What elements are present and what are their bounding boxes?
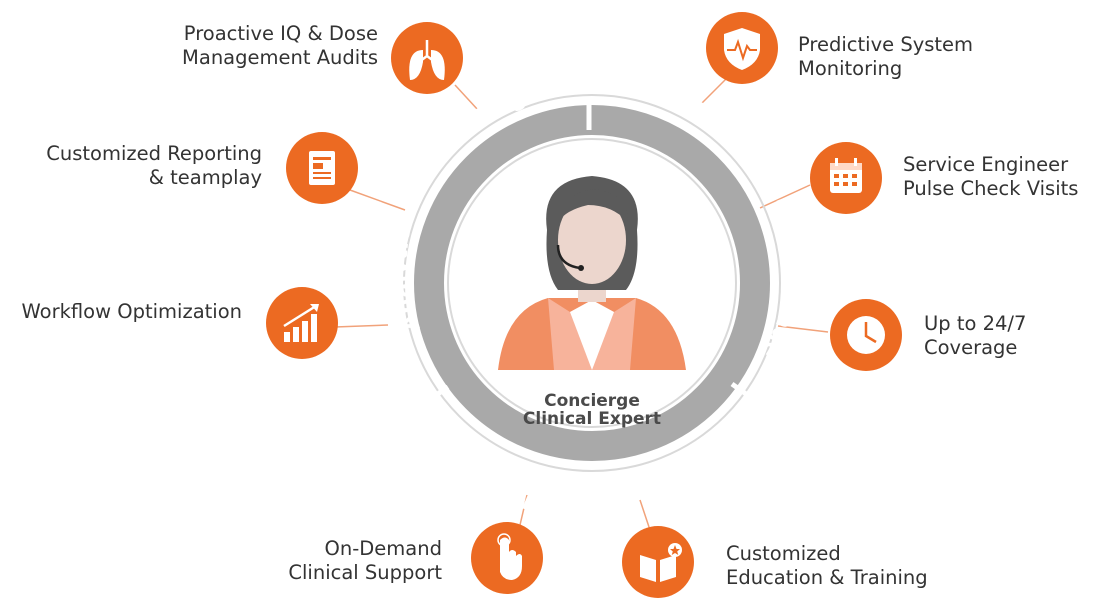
label-monitoring-line2: Monitoring (798, 57, 903, 80)
label-reporting: Customized Reporting & teamplay (46, 142, 262, 190)
book-star-icon (622, 526, 694, 598)
label-reporting-line2: & teamplay (148, 166, 262, 189)
label-monitoring: Predictive System Monitoring (798, 33, 973, 81)
label-on-demand: On-Demand Clinical Support (288, 537, 442, 585)
clock-icon (830, 299, 902, 371)
center-title-line1: Concierge (544, 391, 640, 411)
label-pulse-check-line2: Pulse Check Visits (903, 177, 1079, 200)
report-icon (286, 132, 358, 204)
label-iq-audits-line2: Management Audits (182, 46, 378, 69)
label-monitoring-line1: Predictive System (798, 33, 974, 56)
label-reporting-line1: Customized Reporting (46, 142, 262, 165)
shield-pulse-icon (706, 12, 778, 84)
hand-pointer-icon (471, 522, 543, 594)
label-coverage: Up to 24/7 Coverage (924, 312, 1026, 360)
label-pulse-check-line1: Service Engineer (903, 153, 1069, 176)
ring-band (414, 105, 770, 461)
label-workflow-line1: Workflow Optimization (21, 300, 242, 323)
label-workflow: Workflow Optimization (22, 300, 242, 324)
connector-lines (334, 77, 829, 531)
agent-avatar (498, 176, 686, 370)
label-on-demand-line1: On-Demand (324, 537, 442, 560)
label-education-line1: Customized (726, 542, 841, 565)
label-on-demand-line2: Clinical Support (288, 561, 442, 584)
growth-chart-icon (266, 287, 338, 359)
calendar-icon (810, 142, 882, 214)
label-coverage-line2: Coverage (924, 336, 1018, 359)
outer-ring (403, 94, 781, 472)
label-education: Customized Education & Training (726, 542, 928, 590)
center-title-line2: Clinical Expert (523, 409, 661, 429)
label-iq-audits: Proactive IQ & Dose Management Audits (182, 22, 378, 70)
label-education-line2: Education & Training (726, 566, 928, 589)
ring-dividers (421, 99, 758, 407)
lungs-icon (391, 22, 463, 94)
label-pulse-check: Service Engineer Pulse Check Visits (903, 153, 1078, 201)
label-iq-audits-line1: Proactive IQ & Dose (183, 22, 378, 45)
label-coverage-line1: Up to 24/7 (924, 312, 1027, 335)
